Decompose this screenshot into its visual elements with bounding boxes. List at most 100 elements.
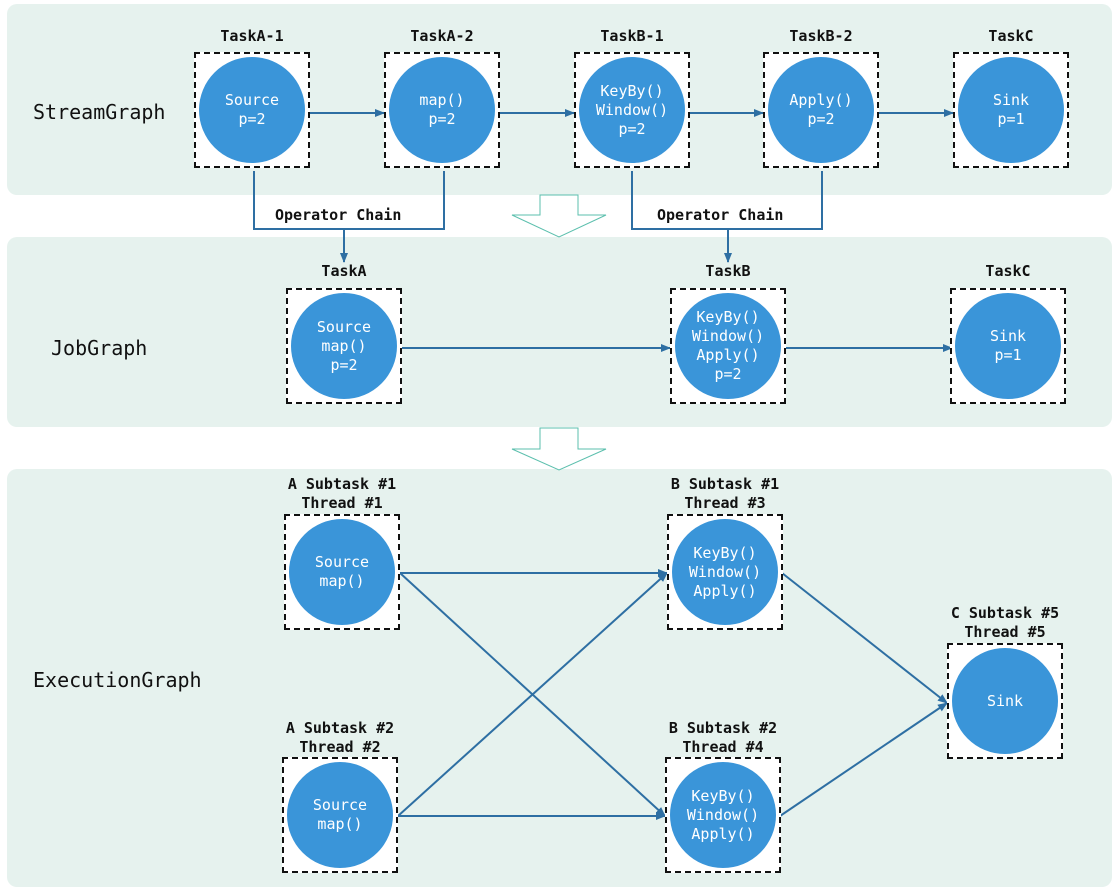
node-text-line: Apply()	[789, 91, 853, 109]
exec-node-4: KeyBy()Window()Apply()	[665, 757, 781, 873]
node-circle: Sink	[952, 648, 1058, 754]
node-title-line: Thread #3	[684, 494, 766, 512]
node-text-line: map()	[319, 572, 365, 590]
node-circle: KeyBy()Window()Apply()	[672, 519, 778, 625]
node-title-line: Thread #5	[964, 623, 1046, 641]
node-text-line: Source	[312, 796, 368, 814]
node-text-line: KeyBy()	[693, 543, 757, 562]
node-text-line: Window()	[686, 805, 760, 824]
node-circle: KeyBy()Window()Apply()	[670, 762, 776, 868]
node-text-line: Source	[316, 317, 372, 336]
node-text-line: p=2	[618, 119, 646, 138]
node-text-line: KeyBy()	[600, 81, 664, 100]
stream-node-4: Apply()p=2	[763, 52, 879, 168]
stream-node-3: KeyBy()Window()p=2	[574, 52, 690, 168]
job-node-3-title: TaskC	[918, 262, 1098, 281]
node-text-line: map()	[419, 91, 465, 109]
node-circle: KeyBy()Window()Apply()p=2	[675, 293, 781, 399]
node-circle: map()p=2	[389, 57, 495, 163]
job-node-2-title: TaskB	[638, 262, 818, 281]
jobgraph-panel	[7, 237, 1112, 427]
node-text-line: p=2	[330, 355, 358, 374]
executiongraph-panel	[7, 469, 1112, 887]
node-text-line: map()	[317, 815, 363, 833]
node-text-line: Sink	[986, 691, 1024, 710]
node-title-line: Thread #1	[301, 494, 383, 512]
job-node-2: KeyBy()Window()Apply()p=2	[670, 288, 786, 404]
node-text-line: Source	[224, 91, 280, 109]
node-text-line: p=2	[238, 110, 266, 128]
node-text-line: p=2	[714, 365, 742, 383]
node-text-line: Apply()	[693, 581, 757, 600]
edge-exec-b1-c	[781, 572, 948, 704]
stream-node-2-title: TaskA-2	[352, 27, 532, 46]
edge-exec-b2-c	[779, 702, 948, 817]
node-title-line: B Subtask #2	[668, 719, 778, 737]
node-title-line: TaskB	[705, 262, 751, 280]
stream-node-1-title: TaskA-1	[162, 27, 342, 46]
node-text-line: Window()	[688, 562, 762, 581]
node-text-line: p=2	[428, 110, 456, 128]
operator-chain-label-a: Operator Chain	[275, 206, 402, 224]
node-title-line: Thread #2	[299, 738, 381, 756]
node-text-line: KeyBy()	[691, 786, 755, 805]
node-text-line: Sink	[992, 91, 1030, 109]
chain-bracket-a	[253, 171, 445, 230]
row-label-executiongraph: ExecutionGraph	[33, 668, 202, 692]
row-label-streamgraph: StreamGraph	[33, 100, 166, 124]
exec-node-5: Sink	[947, 643, 1063, 759]
node-title-line: Thread #4	[682, 738, 764, 756]
node-circle: Apply()p=2	[768, 57, 874, 163]
node-text-line: Apply()	[691, 824, 755, 843]
node-text-line: Source	[314, 553, 370, 571]
node-text-line: p=2	[807, 110, 835, 128]
node-text-line: p=1	[997, 110, 1025, 128]
node-text-line: Window()	[595, 100, 669, 119]
node-title-line: C Subtask #5	[950, 604, 1060, 622]
node-text-line: Apply()	[696, 346, 760, 364]
node-title-line: TaskB-1	[600, 27, 664, 45]
node-circle: KeyBy()Window()p=2	[579, 57, 685, 163]
operator-chain-label-b: Operator Chain	[657, 206, 784, 224]
node-text-line: map()	[321, 336, 367, 355]
node-title-line: TaskA-2	[410, 27, 474, 45]
stream-node-2: map()p=2	[384, 52, 500, 168]
node-title-line: TaskC	[985, 262, 1031, 280]
row-label-jobgraph: JobGraph	[51, 336, 148, 360]
edge-exec-a2-b1	[397, 572, 668, 817]
transform-arrow-stream-job	[511, 194, 607, 238]
node-text-line: KeyBy()	[696, 308, 760, 326]
streamgraph-panel	[7, 4, 1112, 195]
node-title-line: A Subtask #1	[287, 475, 397, 493]
node-title-line: A Subtask #2	[285, 719, 395, 737]
node-text-line: Window()	[691, 327, 765, 345]
transform-arrow-job-exec	[511, 427, 607, 471]
node-title-line: B Subtask #1	[670, 475, 780, 493]
node-title-line: TaskC	[988, 27, 1034, 45]
job-node-1-title: TaskA	[254, 262, 434, 281]
node-title-line: TaskB-2	[789, 27, 853, 45]
stream-node-3-title: TaskB-1	[542, 27, 722, 46]
stream-node-5-title: TaskC	[921, 27, 1101, 46]
exec-node-3: KeyBy()Window()Apply()	[667, 514, 783, 630]
node-text-line: p=1	[994, 346, 1022, 364]
node-title-line: TaskA	[321, 262, 367, 280]
